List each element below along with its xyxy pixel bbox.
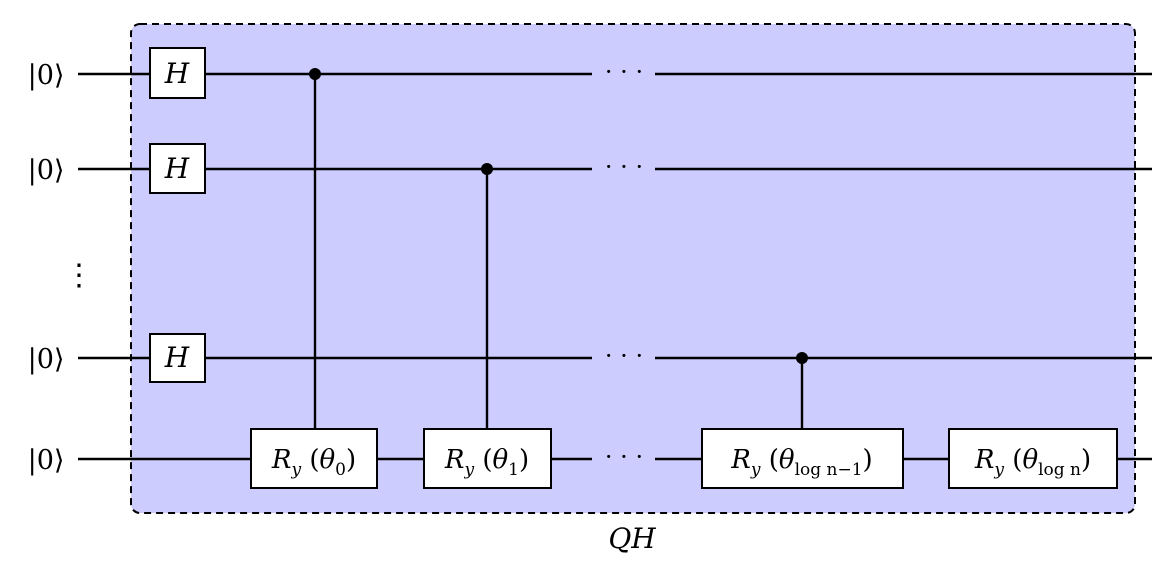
control-dot-1 (481, 163, 493, 175)
ry-gate-label: Ry (θ1) (444, 445, 529, 480)
ry-gate-theta-log-n-minus-1: Ry (θlog n−1) (701, 428, 904, 489)
hadamard-gate-q0: H (149, 47, 206, 99)
ket-label-ancilla: |0⟩ (28, 445, 65, 476)
control-lines (313, 74, 804, 430)
ry-gate-theta-1: Ry (θ1) (423, 428, 552, 489)
ry-gate-theta-log-n: Ry (θlog n) (948, 428, 1118, 489)
horizontal-ellipsis-q1: · · · (605, 153, 643, 181)
qh-region (130, 23, 1136, 514)
horizontal-ellipsis-q0: · · · (605, 58, 643, 86)
ry-gate-theta-0: Ry (θ0) (250, 428, 378, 489)
ry-gate-label: Ry (θlog n) (974, 445, 1091, 480)
hadamard-label: H (164, 57, 190, 90)
horizontal-ellipsis-ancilla: · · · (605, 443, 643, 471)
horizontal-ellipsis-q2: · · · (605, 342, 643, 370)
vertical-ellipsis: ⋮ (64, 258, 94, 293)
hadamard-label: H (164, 341, 190, 374)
region-label: QH (608, 522, 656, 555)
ket-label-q2: |0⟩ (28, 344, 65, 375)
hadamard-gate-q2: H (149, 333, 206, 383)
control-dot-2 (796, 352, 808, 364)
hadamard-label: H (164, 152, 190, 185)
ket-label-q1: |0⟩ (28, 155, 65, 186)
control-dot-0 (309, 68, 321, 80)
ket-label-q0: |0⟩ (28, 60, 65, 91)
ry-gate-label: Ry (θ0) (271, 445, 356, 480)
ry-gate-label: Ry (θlog n−1) (730, 445, 872, 480)
hadamard-gate-q1: H (149, 143, 206, 194)
